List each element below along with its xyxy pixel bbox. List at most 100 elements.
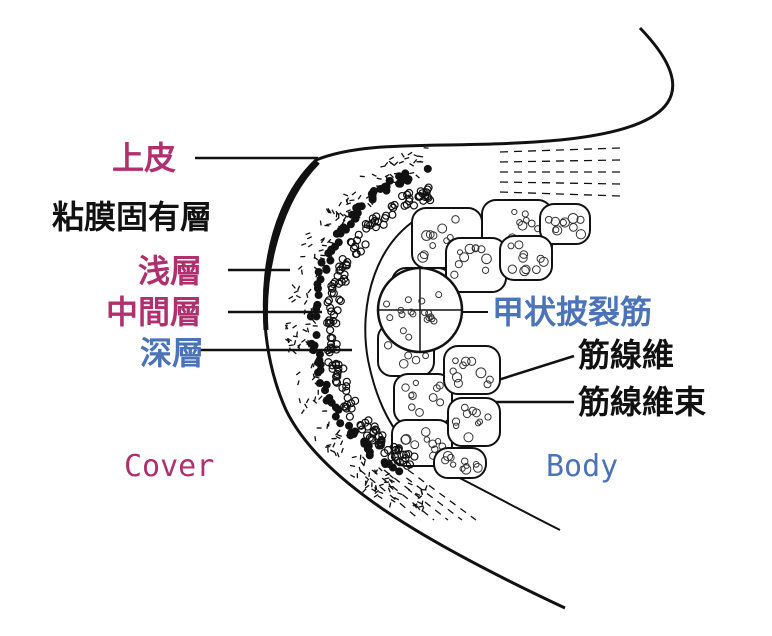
superficial-fiber — [416, 175, 420, 178]
superficial-fiber — [349, 200, 354, 201]
superficial-fiber — [399, 161, 404, 163]
superficial-fiber — [339, 202, 341, 206]
superficial-fiber — [326, 445, 331, 446]
superficial-fiber — [401, 153, 404, 157]
superficial-fiber — [294, 291, 299, 293]
deep-fiber-dot — [351, 215, 359, 223]
deep-fiber-dot — [318, 259, 326, 267]
superficial-fiber — [319, 396, 322, 400]
superficial-fiber — [292, 284, 295, 288]
deep-fiber-dot — [332, 413, 340, 421]
intermediate-fiber — [399, 193, 406, 200]
superficial-fiber — [329, 242, 334, 243]
deep-fiber-dot — [395, 467, 403, 475]
superficial-fiber — [363, 489, 366, 493]
label-cover: Cover — [124, 448, 214, 486]
deep-fiber-dot — [317, 275, 325, 283]
superficial-fiber — [422, 501, 423, 506]
deep-fiber-dot — [360, 437, 368, 445]
superficial-fiber — [368, 203, 372, 207]
dashed-fiber — [500, 182, 620, 184]
deep-fiber-dot — [345, 422, 353, 430]
superficial-fiber — [385, 478, 390, 479]
superficial-fiber — [308, 244, 312, 247]
superficial-fiber — [291, 299, 295, 302]
superficial-fiber — [419, 506, 424, 507]
superficial-fiber — [374, 495, 378, 498]
superficial-fiber — [378, 492, 383, 494]
superficial-fiber — [414, 159, 417, 163]
label-intermediate-layer: 中間層 — [106, 293, 202, 331]
label-thyroarytenoid-muscle: 甲状披裂筋 — [492, 293, 652, 331]
superficial-fiber — [306, 399, 308, 403]
superficial-fiber — [369, 472, 370, 477]
superficial-fiber — [325, 447, 330, 448]
deep-fiber-dot — [312, 312, 320, 320]
superficial-fiber — [293, 336, 298, 337]
superficial-fiber — [380, 166, 385, 167]
superficial-fiber — [394, 162, 398, 165]
superficial-fiber — [329, 422, 330, 427]
superficial-fiber — [340, 213, 344, 216]
superficial-fiber — [379, 484, 384, 486]
superficial-fiber — [363, 457, 366, 461]
superficial-fiber — [307, 237, 312, 239]
deep-fiber-dot — [335, 238, 343, 246]
superficial-fiber — [311, 364, 313, 369]
superficial-fiber — [301, 243, 306, 245]
deep-fiber-dot — [325, 394, 333, 402]
superficial-fiber — [320, 221, 321, 226]
superficial-fiber — [298, 380, 299, 385]
muscle-fiber-bundle-shape — [444, 346, 500, 394]
superficial-fiber — [352, 456, 357, 457]
superficial-fiber — [301, 410, 304, 414]
deep-fiber-dot — [424, 165, 432, 173]
superficial-fiber — [296, 295, 300, 297]
superficial-fiber — [388, 488, 390, 493]
deep-fiber-dot — [316, 379, 324, 387]
superficial-fiber — [391, 499, 395, 502]
label-epithelium: 上皮 — [112, 139, 176, 177]
superficial-fiber — [326, 224, 331, 225]
superficial-fiber — [304, 300, 307, 304]
superficial-fiber — [350, 475, 354, 477]
superficial-fiber — [289, 345, 294, 346]
superficial-fiber — [296, 372, 300, 375]
superficial-fiber — [299, 398, 300, 403]
deep-fiber-dot — [313, 302, 321, 310]
muscle-fiber-bundle-shape — [448, 398, 500, 446]
superficial-fiber — [307, 328, 308, 333]
superficial-fiber — [409, 173, 414, 174]
deep-fiber-dot — [316, 350, 324, 358]
deep-fiber-dot — [400, 176, 408, 184]
deep-fiber-dot — [353, 204, 361, 212]
intermediate-fiber — [344, 395, 351, 402]
superficial-fiber — [303, 329, 307, 331]
superficial-fiber — [378, 496, 382, 499]
superficial-fiber — [305, 324, 310, 325]
deep-fiber-dot — [326, 256, 334, 264]
label-deep-layer: 深層 — [140, 334, 204, 372]
deep-fiber-dot — [370, 188, 378, 196]
intermediate-fiber — [362, 241, 369, 248]
superficial-fiber — [418, 156, 423, 157]
superficial-fiber — [301, 270, 302, 275]
label-muscle-fiber-bundle: 筋線維束 — [578, 383, 706, 421]
superficial-fiber — [336, 212, 337, 217]
superficial-fiber — [311, 308, 312, 313]
deep-fiber-dot — [311, 342, 319, 350]
superficial-fiber — [304, 310, 305, 315]
dashed-fiber — [500, 160, 620, 162]
intermediate-fiber — [327, 327, 334, 334]
superficial-fiber — [337, 435, 342, 437]
label-superficial-layer: 浅層 — [138, 252, 202, 290]
superficial-fiber — [286, 323, 291, 324]
superficial-fiber — [289, 296, 293, 298]
dashed-fiber — [372, 470, 434, 520]
deep-fiber-dot — [347, 429, 355, 437]
superficial-fiber — [343, 194, 348, 196]
superficial-fiber — [305, 404, 308, 408]
superficial-fiber — [298, 286, 300, 291]
label-muscle-fiber: 筋線維 — [578, 336, 674, 374]
